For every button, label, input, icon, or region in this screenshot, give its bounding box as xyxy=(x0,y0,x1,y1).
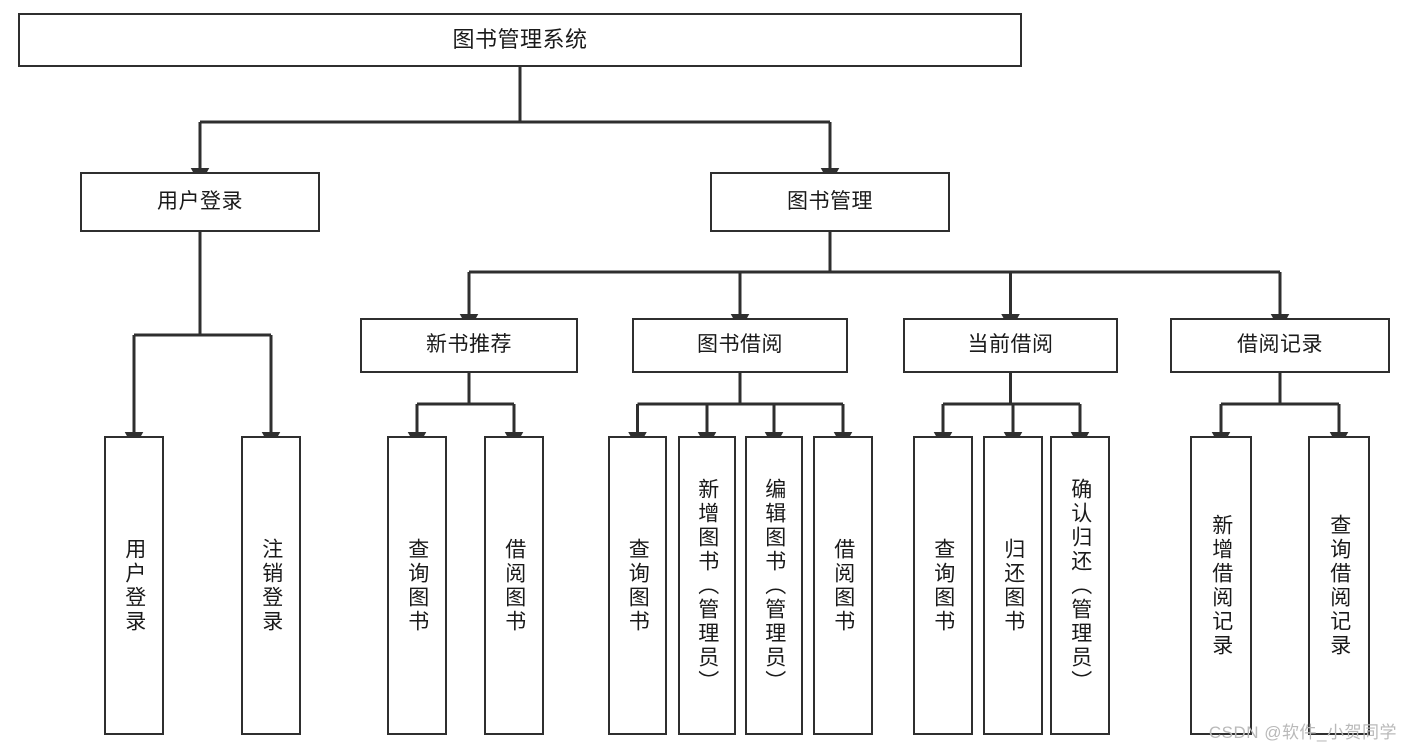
node-root[interactable]: 图书管理系统 xyxy=(18,13,1022,67)
connector-lines xyxy=(124,67,1349,449)
node-label: 归还图书 xyxy=(1001,537,1025,634)
node-label: 图书管理 xyxy=(787,189,873,213)
node-label: 查询图书 xyxy=(405,537,429,634)
node-l2-newbook[interactable]: 新书推荐 xyxy=(360,318,578,373)
node-l3-nb-query[interactable]: 查询图书 xyxy=(387,436,447,735)
node-label: 借阅记录 xyxy=(1237,333,1323,357)
node-l3-cur-return[interactable]: 归还图书 xyxy=(983,436,1043,735)
node-l1-login[interactable]: 用户登录 xyxy=(80,172,320,232)
node-label: 新增图书（管理员） xyxy=(695,477,719,694)
node-label: 借阅图书 xyxy=(831,537,855,634)
node-l2-records[interactable]: 借阅记录 xyxy=(1170,318,1390,373)
node-l3-bk-edit[interactable]: 编辑图书（管理员） xyxy=(745,436,803,735)
node-label: 新书推荐 xyxy=(426,333,512,357)
node-label: 确认归还（管理员） xyxy=(1068,477,1092,694)
node-label: 编辑图书（管理员） xyxy=(762,477,786,694)
node-label: 新增借阅记录 xyxy=(1209,513,1233,658)
node-l3-cur-query[interactable]: 查询图书 xyxy=(913,436,973,735)
node-l3-nb-borrow[interactable]: 借阅图书 xyxy=(484,436,544,735)
node-l3-bk-query[interactable]: 查询图书 xyxy=(608,436,667,735)
node-l2-borrow[interactable]: 图书借阅 xyxy=(632,318,848,373)
node-label: 注销登录 xyxy=(259,537,283,634)
node-l3-userlogin[interactable]: 用户登录 xyxy=(104,436,164,735)
node-label: 图书借阅 xyxy=(697,333,783,357)
node-l2-current[interactable]: 当前借阅 xyxy=(903,318,1118,373)
node-l3-bk-borrow[interactable]: 借阅图书 xyxy=(813,436,873,735)
node-label: 用户登录 xyxy=(122,537,146,634)
node-l3-logout[interactable]: 注销登录 xyxy=(241,436,301,735)
node-l3-cur-confirm[interactable]: 确认归还（管理员） xyxy=(1050,436,1110,735)
node-l3-bk-add[interactable]: 新增图书（管理员） xyxy=(678,436,736,735)
node-l3-rec-query[interactable]: 查询借阅记录 xyxy=(1308,436,1370,735)
node-label: 当前借阅 xyxy=(967,333,1054,357)
node-label: 借阅图书 xyxy=(502,537,526,634)
node-label: 用户登录 xyxy=(157,189,243,213)
node-label: 查询图书 xyxy=(626,537,650,634)
node-l1-bookmgr[interactable]: 图书管理 xyxy=(710,172,950,232)
node-label: 查询借阅记录 xyxy=(1327,513,1351,658)
node-label: 查询图书 xyxy=(931,537,955,634)
node-label: 图书管理系统 xyxy=(452,27,588,53)
node-l3-rec-add[interactable]: 新增借阅记录 xyxy=(1190,436,1252,735)
